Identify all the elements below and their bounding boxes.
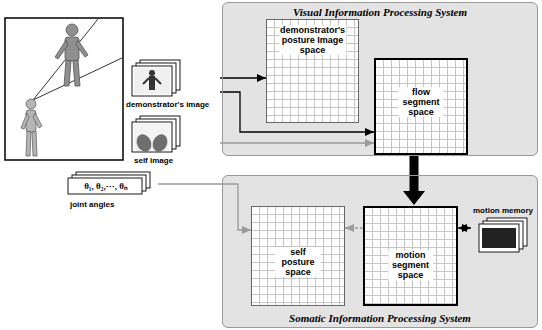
space-label: flow segment space	[399, 87, 444, 117]
system-panel: Visual Information Processing System demo…	[222, 2, 538, 156]
system-panel: Somatic Information Processing System sel…	[222, 175, 538, 328]
view-line	[33, 58, 122, 100]
image-frame	[132, 66, 172, 96]
panel-ground	[222, 2, 538, 156]
flow-arrow	[403, 156, 425, 205]
image-stack-node: demonstrator's image	[124, 60, 220, 112]
joint-angle-node: θ₁, θ₂,···, θₙ joint angles	[66, 172, 158, 214]
figure-leg	[64, 60, 71, 86]
thumbnail-hand	[150, 132, 170, 154]
space-grid: motion segment space	[363, 206, 458, 306]
node-label: demonstrator's image	[126, 100, 209, 110]
image-frame	[68, 178, 142, 194]
figure-arm	[76, 40, 88, 57]
demonstrator-figure	[55, 24, 88, 86]
figure-leg	[26, 131, 31, 156]
view-line	[33, 19, 98, 100]
thumbnail-figure	[143, 78, 149, 84]
memory-band	[482, 228, 516, 248]
scene-frame	[5, 18, 123, 160]
space-label: self posture space	[275, 247, 321, 277]
image-stack	[124, 116, 224, 176]
figure-arm	[55, 40, 68, 59]
thumbnail-figure	[149, 76, 155, 90]
system-title: Visual Information Processing System	[223, 6, 537, 18]
connector-arrow	[345, 227, 363, 228]
space-grid: self posture space	[251, 206, 345, 306]
space-grid: demonstrator's posture Image space	[266, 19, 359, 123]
self-figure	[21, 99, 42, 156]
figure-head	[26, 99, 36, 109]
thumbnail-figure	[149, 70, 155, 76]
connector-arrow	[220, 142, 374, 143]
space-grid: flow segment space	[374, 58, 468, 155]
figure-head	[66, 24, 78, 36]
connector-arrow	[458, 227, 471, 228]
image-stack	[124, 60, 224, 120]
thumbnail-hand	[134, 132, 154, 154]
connector-arrow	[220, 77, 266, 78]
figure-torso	[65, 37, 79, 61]
system-title: Somatic Information Processing System	[223, 312, 537, 324]
connector-arrow	[158, 184, 251, 230]
space-label: demonstrator's posture Image space	[279, 25, 346, 55]
image-stack-node: self image	[124, 116, 220, 168]
node-label: motion memory	[473, 206, 533, 216]
node-label: joint angles	[70, 200, 114, 210]
memory-node: motion memory	[471, 206, 537, 266]
panel-ground	[222, 175, 538, 328]
node-label: θ₁, θ₂,···, θₙ	[69, 180, 143, 192]
thumbnail-ground	[134, 68, 170, 94]
figure-leg	[73, 60, 80, 86]
figure-leg	[32, 131, 37, 156]
figure-arm	[21, 113, 29, 129]
thumbnail-figure	[155, 78, 161, 84]
figure-arm	[33, 113, 42, 128]
space-label: motion segment space	[388, 250, 434, 280]
image-frame	[479, 224, 519, 252]
node-label: self image	[134, 156, 173, 166]
